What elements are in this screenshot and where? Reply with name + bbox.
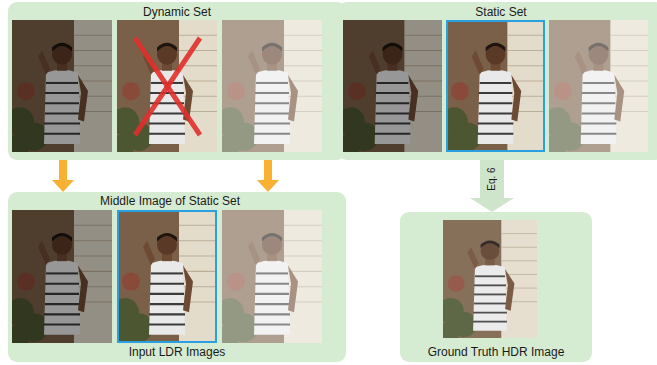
highlight-border (118, 211, 216, 342)
photo (336, 20, 442, 159)
flow-arrow (52, 160, 74, 192)
photo (5, 20, 112, 159)
input-photos (5, 210, 322, 350)
exposure-bright (222, 210, 322, 343)
exposure-bright (222, 20, 322, 152)
exposure-dark (12, 210, 112, 343)
panel-title: Ground Truth HDR Image (400, 345, 592, 359)
flow-arrow (257, 160, 279, 192)
photo (215, 20, 322, 159)
note-label: Middle Image of Static Set (100, 194, 240, 208)
dynamic-photos (5, 20, 322, 159)
photo (215, 210, 322, 350)
photo (110, 210, 217, 350)
hdr-photo (436, 220, 537, 344)
exposure-balanced (443, 220, 537, 338)
red-cross (135, 38, 200, 135)
photo (110, 20, 217, 159)
panel-title: Dynamic Set (8, 5, 346, 19)
flow-arrow (470, 160, 514, 212)
photo (439, 20, 545, 159)
edge-label: Eq. 6 (486, 166, 498, 191)
red-cross (135, 38, 200, 135)
exposure-dark (343, 20, 442, 152)
panel-title: Input LDR Images (8, 345, 346, 359)
photo (542, 20, 648, 159)
highlight-border (447, 21, 544, 151)
exposure-dark (12, 20, 112, 152)
photo (5, 210, 112, 350)
static-photos (336, 20, 648, 159)
photo (436, 220, 537, 344)
panel-title: Static Set (338, 5, 657, 19)
exposure-bright (549, 20, 648, 152)
